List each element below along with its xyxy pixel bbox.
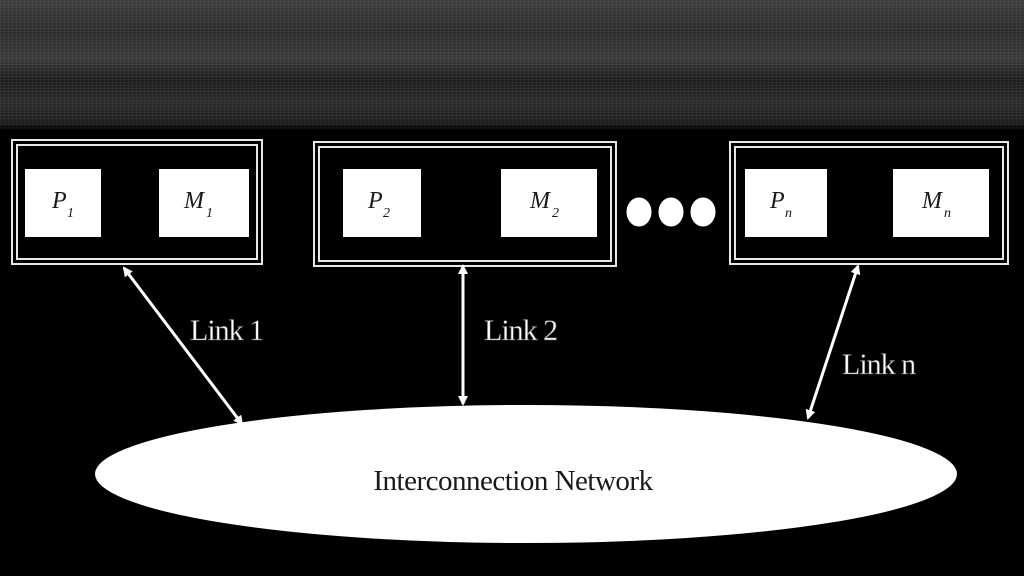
node-2-inner-frame [318,146,612,262]
node-1-inner-frame [16,144,258,260]
header-band-edge [0,125,1024,129]
processor-2-subscript: 2 [383,206,390,221]
memory-2-letter: M [529,188,552,214]
memory-1-box [157,167,251,239]
processor-1-subscript: 1 [67,206,74,221]
processor-n-letter: P [769,188,785,214]
processor-2-box [341,167,423,239]
node-n: P n M n [729,141,1009,265]
link-n: Link n [805,264,917,420]
memory-1: M 1 [157,167,251,239]
interconnection-network: Interconnection Network [93,403,959,545]
ellipsis-dot-2 [655,194,687,230]
memory-n-box [891,167,991,239]
link-n-arrow [805,264,861,420]
processor-n: P n [743,167,829,239]
link-1-arrow [122,266,244,426]
node-n-inner-frame [734,146,1004,260]
ellipsis-dots [623,194,719,230]
link-1-label: Link 1 [190,314,263,347]
link-2: Link 2 [458,264,558,406]
processor-2: P 2 [341,167,423,239]
node-n-outer-frame [729,141,1009,265]
memory-1-subscript: 1 [206,206,213,221]
link-2-label: Link 2 [484,314,557,347]
processor-1-letter: P [51,188,67,214]
node-2: P 2 M 2 [313,141,617,267]
node-1: P 1 M 1 [11,139,263,265]
memory-2-box [499,167,599,239]
network-ellipse [93,403,959,545]
memory-n-subscript: n [944,206,951,221]
processor-2-letter: P [367,188,383,214]
network-label: Interconnection Network [373,465,653,497]
memory-2-subscript: 2 [552,206,559,221]
link-n-label: Link n [842,348,916,381]
processor-1: P 1 [23,167,103,239]
processor-1-box [23,167,103,239]
ellipsis-dot-1 [623,194,655,230]
memory-2: M 2 [499,167,599,239]
link-1: Link 1 [122,266,264,426]
memory-1-letter: M [183,188,206,214]
processor-n-box [743,167,829,239]
memory-n: M n [891,167,991,239]
node-1-outer-frame [11,139,263,265]
header-band [0,0,1024,128]
processor-n-subscript: n [785,206,792,221]
memory-n-letter: M [921,188,944,214]
ellipsis-dot-3 [687,194,719,230]
